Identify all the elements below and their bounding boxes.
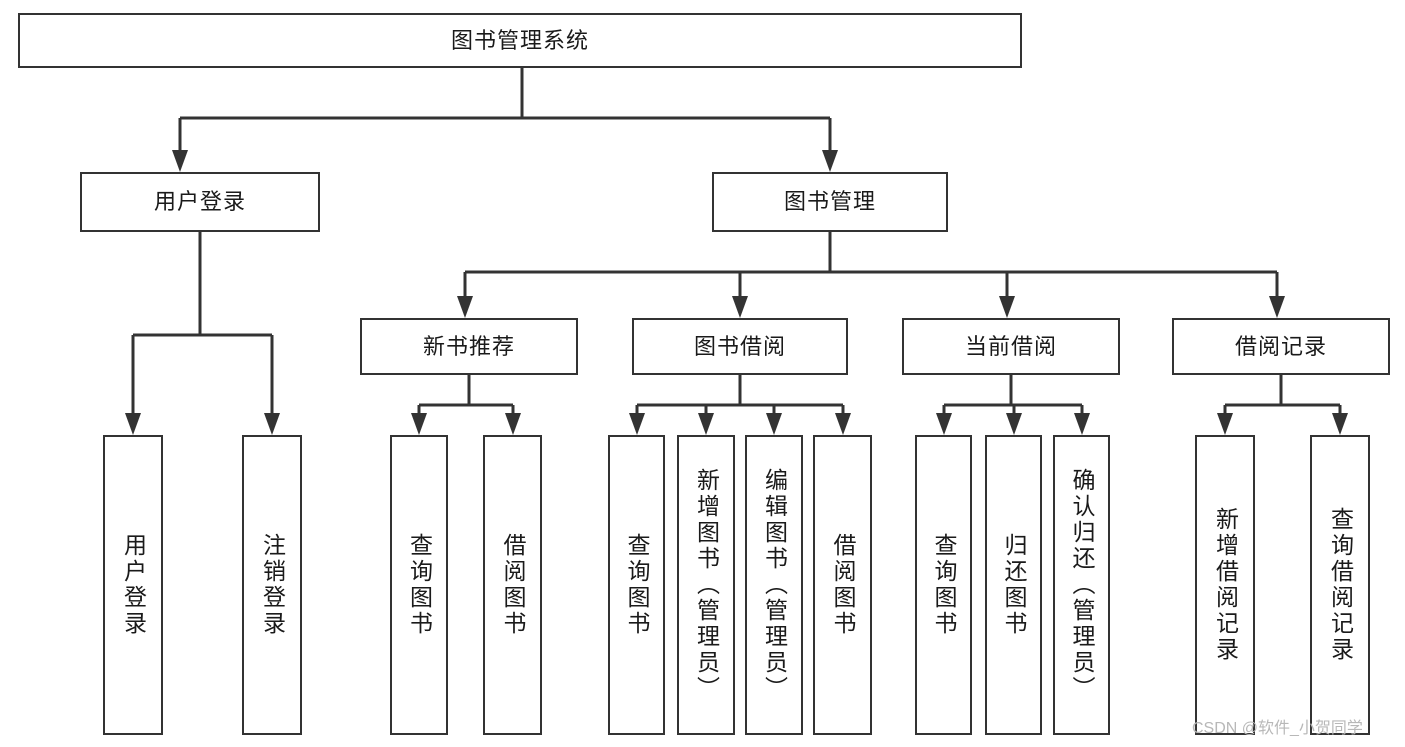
- node-leaf-query-book-3[interactable]: 查询图书: [915, 435, 972, 735]
- connector-arrowhead: [457, 296, 473, 318]
- connector-arrowhead: [698, 413, 714, 435]
- node-label: 新书推荐: [422, 333, 515, 359]
- connector-arrowhead: [1217, 413, 1233, 435]
- node-label: 借阅图书: [500, 533, 526, 637]
- node-label: 当前借阅: [964, 333, 1057, 359]
- node-label: 图书管理系统: [450, 27, 589, 53]
- connector-arrowhead: [125, 413, 141, 435]
- node-leaf-add-book[interactable]: 新增图书（管理员）: [677, 435, 735, 735]
- connector-arrowhead: [1332, 413, 1348, 435]
- node-root[interactable]: 图书管理系统: [18, 13, 1022, 68]
- node-leaf-return-book[interactable]: 归还图书: [985, 435, 1042, 735]
- node-current-borrow[interactable]: 当前借阅: [902, 318, 1120, 375]
- connector-arrowhead: [936, 413, 952, 435]
- node-label: 用户登录: [120, 533, 147, 637]
- node-label: 图书借阅: [693, 333, 786, 359]
- connector-arrowhead: [999, 296, 1015, 318]
- node-label: 归还图书: [1001, 533, 1027, 637]
- node-leaf-borrow-book-2[interactable]: 借阅图书: [813, 435, 872, 735]
- connector-arrowhead: [732, 296, 748, 318]
- node-leaf-edit-book[interactable]: 编辑图书（管理员）: [745, 435, 803, 735]
- node-book-borrow[interactable]: 图书借阅: [632, 318, 848, 375]
- node-label: 用户登录: [153, 189, 246, 215]
- node-label: 查询图书: [624, 533, 650, 637]
- node-label: 借阅记录: [1234, 333, 1327, 359]
- node-label: 新增借阅记录: [1212, 507, 1239, 663]
- node-book-manage[interactable]: 图书管理: [712, 172, 948, 232]
- connector-arrowhead: [411, 413, 427, 435]
- connector-arrowhead: [1269, 296, 1285, 318]
- node-label: 查询图书: [931, 533, 957, 637]
- node-user-login[interactable]: 用户登录: [80, 172, 320, 232]
- node-leaf-logout[interactable]: 注销登录: [242, 435, 302, 735]
- node-label: 确认归还（管理员）: [1069, 468, 1095, 702]
- node-leaf-user-login[interactable]: 用户登录: [103, 435, 163, 735]
- connector-arrowhead: [835, 413, 851, 435]
- node-label: 新增图书（管理员）: [693, 468, 720, 702]
- node-leaf-borrow-book-1[interactable]: 借阅图书: [483, 435, 542, 735]
- node-borrow-record[interactable]: 借阅记录: [1172, 318, 1390, 375]
- node-label: 查询借阅记录: [1327, 507, 1354, 663]
- connector-arrowhead: [629, 413, 645, 435]
- node-leaf-add-record[interactable]: 新增借阅记录: [1195, 435, 1255, 735]
- node-label: 注销登录: [259, 533, 286, 637]
- node-leaf-query-book-2[interactable]: 查询图书: [608, 435, 665, 735]
- connector-arrowhead: [822, 150, 838, 172]
- connector-arrowhead: [766, 413, 782, 435]
- node-label: 借阅图书: [830, 533, 856, 637]
- connector-arrowhead: [172, 150, 188, 172]
- node-leaf-confirm-return[interactable]: 确认归还（管理员）: [1053, 435, 1110, 735]
- connector-arrowhead: [505, 413, 521, 435]
- connector-arrowhead: [1006, 413, 1022, 435]
- node-new-book-rec[interactable]: 新书推荐: [360, 318, 578, 375]
- node-label: 图书管理: [783, 189, 876, 215]
- node-leaf-query-book-1[interactable]: 查询图书: [390, 435, 448, 735]
- connector-arrowhead: [1074, 413, 1090, 435]
- connector-arrowhead: [264, 413, 280, 435]
- node-label: 查询图书: [406, 533, 433, 637]
- node-leaf-query-record[interactable]: 查询借阅记录: [1310, 435, 1370, 735]
- node-label: 编辑图书（管理员）: [761, 468, 788, 702]
